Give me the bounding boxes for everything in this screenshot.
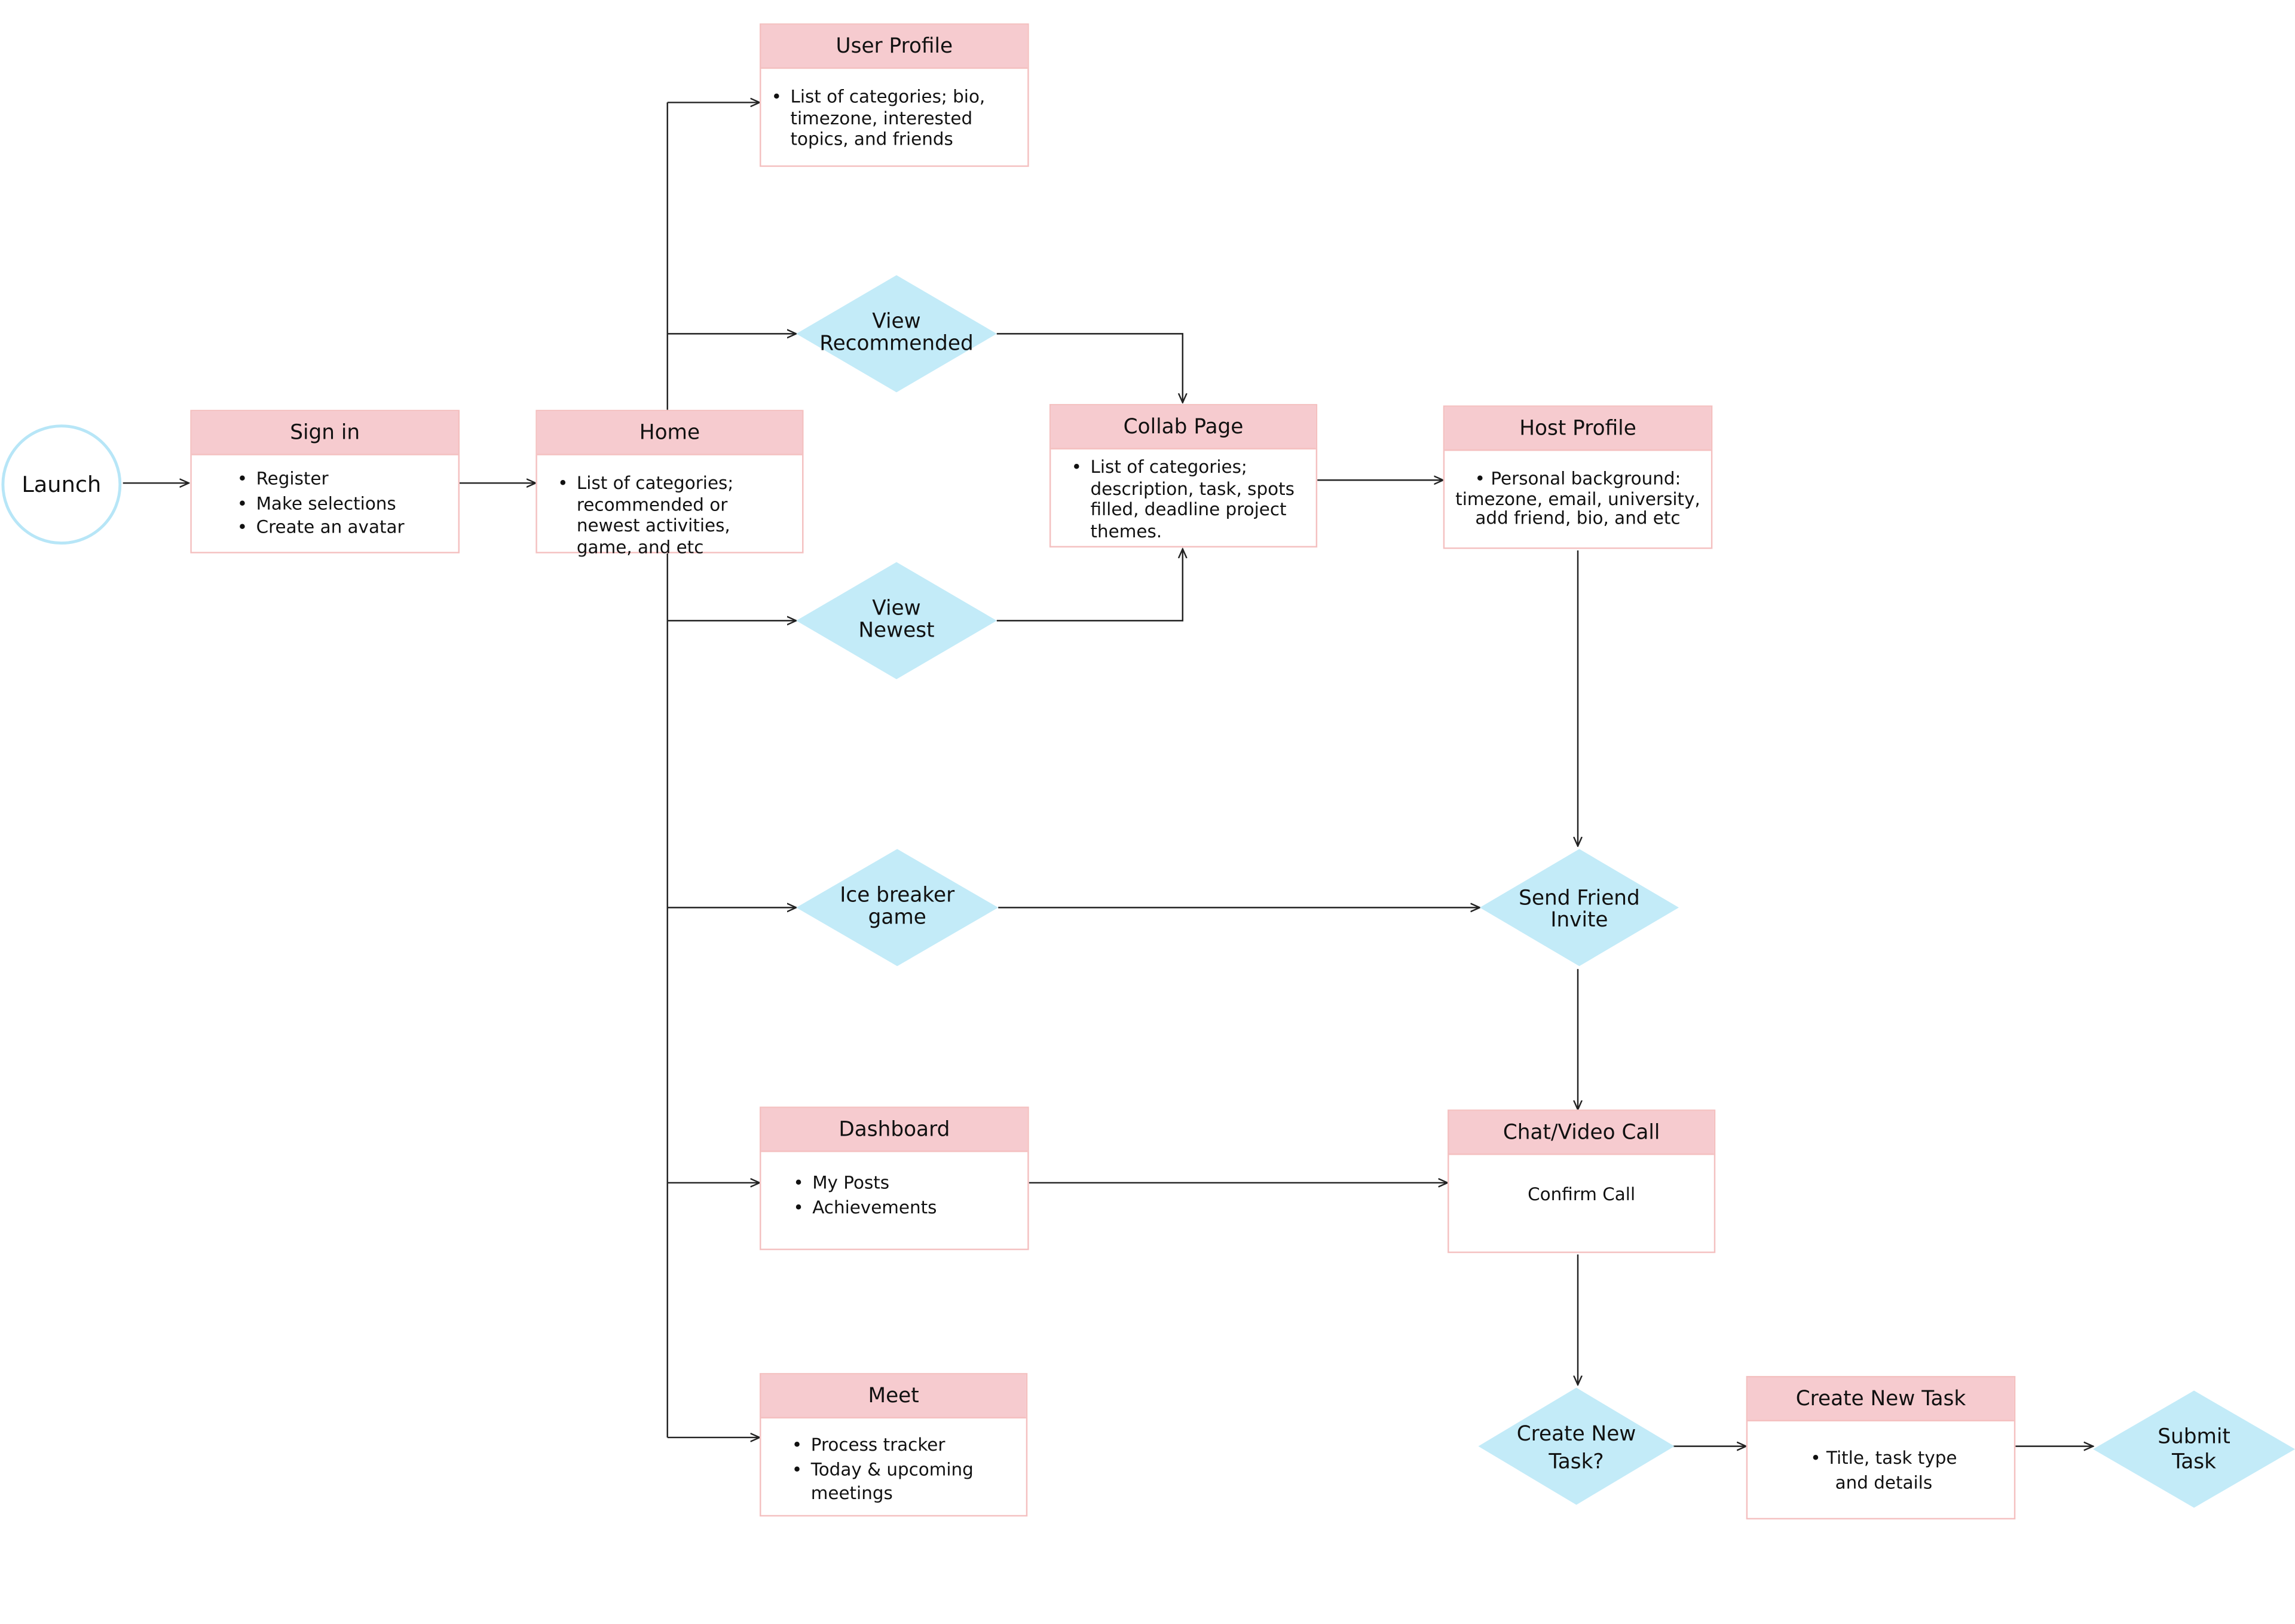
submit-task-decision: Submit Task <box>2093 1390 2295 1508</box>
dashboard-title: Dashboard <box>761 1108 1028 1152</box>
diamond-shape <box>1478 1387 1675 1505</box>
diamond-shape <box>796 849 999 967</box>
collab-page-title: Collab Page <box>1051 405 1316 449</box>
diamond-shape <box>2093 1390 2295 1508</box>
host-profile-title: Host Profile <box>1445 406 1711 451</box>
create-new-task-node: Create New Task • Title, task type and d… <box>1746 1376 2016 1520</box>
dashboard-list: My Posts Achievements <box>761 1152 1027 1219</box>
edge-recommended-collab <box>996 333 1183 402</box>
edge-newest-collab <box>996 549 1183 622</box>
submit-task-label: Submit Task <box>2158 1426 2230 1475</box>
home-title: Home <box>537 411 803 455</box>
view-recommended-label: View Recommended <box>819 310 974 356</box>
list-item: List of categories; recommended or newes… <box>558 473 790 558</box>
host-profile-text: • Personal background: timezone, email, … <box>1445 451 1711 529</box>
collab-page-node: Collab Page List of categories; descript… <box>1049 403 1318 548</box>
meet-list: Process tracker Today & upcoming meeting… <box>761 1418 1026 1506</box>
view-newest-label: View Newest <box>858 597 935 643</box>
ice-breaker-label: Ice breaker game <box>840 884 955 930</box>
host-profile-item: Personal background: timezone, email, un… <box>1455 468 1700 529</box>
create-new-task-decision-label: Create New Task? <box>1516 1422 1636 1473</box>
sign-in-title: Sign in <box>191 411 458 455</box>
dashboard-node: Dashboard My Posts Achievements <box>760 1106 1029 1250</box>
home-node: Home List of categories; recommended or … <box>536 409 804 557</box>
create-new-task-item: Title, task type and details <box>1826 1448 1957 1493</box>
sign-in-list: Register Make selections Create an avata… <box>192 455 458 540</box>
user-profile-list: List of categories; bio, timezone, inter… <box>761 69 1027 150</box>
list-item: Register <box>237 467 458 491</box>
send-friend-invite-decision: Send Friend Invite <box>1479 849 1679 967</box>
ice-breaker-decision: Ice breaker game <box>796 849 999 967</box>
list-item: Today & upcoming meetings <box>792 1457 991 1506</box>
meet-node: Meet Process tracker Today & upcoming me… <box>760 1373 1028 1517</box>
chat-video-call-node: Chat/Video Call Confirm Call <box>1448 1109 1716 1253</box>
chat-video-call-body: Confirm Call <box>1528 1184 1636 1205</box>
create-new-task-decision: Create New Task? <box>1478 1387 1675 1505</box>
user-profile-node: User Profile List of categories; bio, ti… <box>760 23 1029 167</box>
diamond-shape <box>796 275 997 393</box>
diamond-shape <box>796 562 997 680</box>
launch-label: Launch <box>22 471 102 498</box>
send-friend-invite-label: Send Friend Invite <box>1519 886 1640 932</box>
bullet: • <box>1810 1448 1826 1469</box>
user-profile-title: User Profile <box>761 25 1028 69</box>
list-item: List of categories; description, task, s… <box>1072 457 1307 542</box>
create-new-task-text: • Title, task type and details <box>1748 1421 2014 1494</box>
bullet: • <box>1474 468 1491 489</box>
view-recommended-decision: View Recommended <box>796 275 997 393</box>
sign-in-node: Sign in Register Make selections Create … <box>190 409 460 553</box>
launch-node: Launch <box>1 424 122 545</box>
collab-page-list: List of categories; description, task, s… <box>1051 449 1315 542</box>
list-item: List of categories; bio, timezone, inter… <box>772 86 1019 150</box>
list-item: Make selections <box>237 491 458 515</box>
home-list: List of categories; recommended or newes… <box>537 455 802 558</box>
meet-title: Meet <box>761 1374 1026 1419</box>
list-item: My Posts <box>793 1171 1027 1195</box>
chat-video-call-title: Chat/Video Call <box>1449 1111 1714 1155</box>
list-item: Process tracker <box>792 1433 991 1457</box>
view-newest-decision: View Newest <box>796 562 997 680</box>
diamond-shape <box>1479 849 1679 967</box>
create-new-task-title: Create New Task <box>1748 1377 2014 1421</box>
list-item: Achievements <box>793 1195 1027 1219</box>
host-profile-node: Host Profile • Personal background: time… <box>1443 405 1713 549</box>
list-item: Create an avatar <box>237 515 458 539</box>
